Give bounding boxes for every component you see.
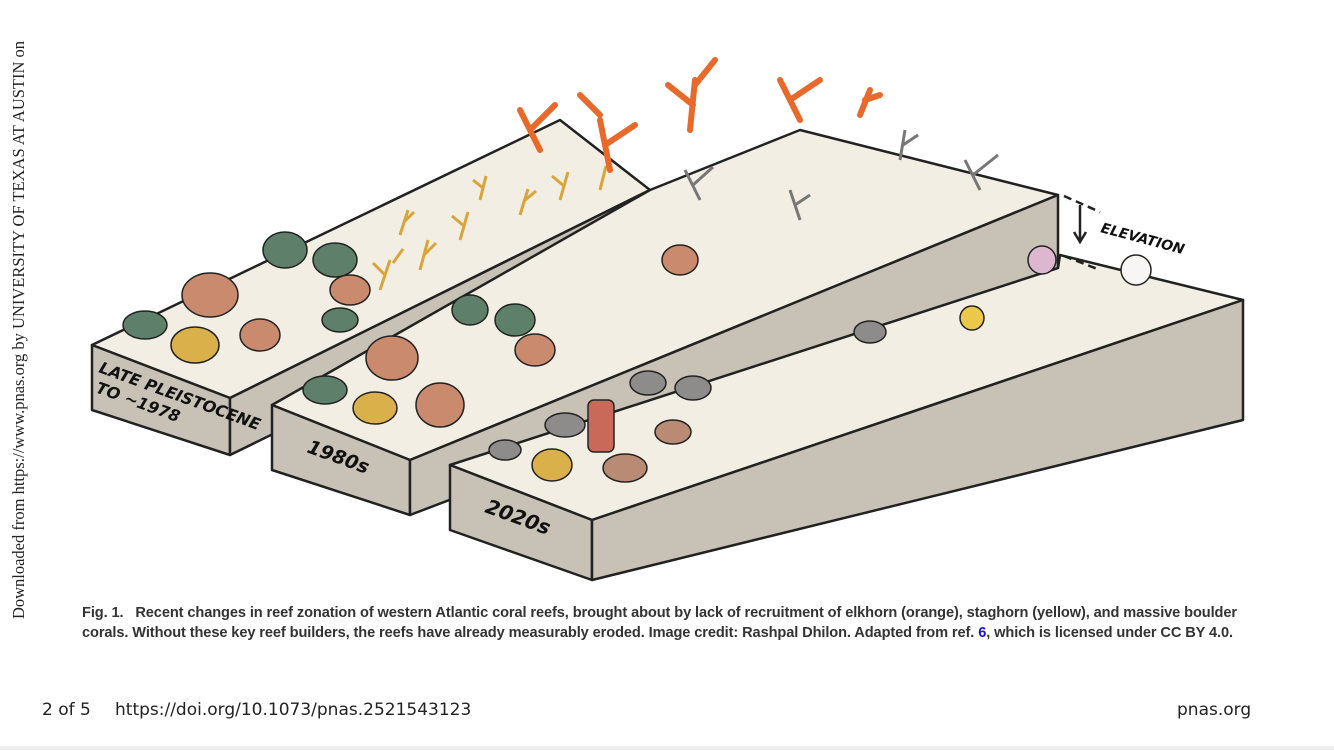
elkhorn-corals [517,57,883,173]
elevation-marker [1063,194,1101,272]
page-bottom-divider [0,746,1334,750]
figure-caption: Fig. 1. Recent changes in reef zonation … [82,605,1237,641]
dead-corals [683,129,999,221]
slab3-side [590,298,1245,582]
page-number: 2 of 5 [42,700,91,720]
download-side-note: Downloaded from https://www.pnas.org by … [9,40,28,620]
journal-site[interactable]: pnas.org [1177,700,1252,720]
figure-label: Fig. 1. [82,605,124,621]
doi-link[interactable]: https://doi.org/10.1073/pnas.2521543123 [115,700,472,720]
reference-link[interactable]: 6 [978,625,987,641]
staghorn-corals [371,165,608,291]
elevation-label: ELEVATION [1099,220,1186,258]
reef-zonation-illustration: LATE PLEISTOCENETO ~1978 1980s 2020s ELE… [90,57,1245,582]
